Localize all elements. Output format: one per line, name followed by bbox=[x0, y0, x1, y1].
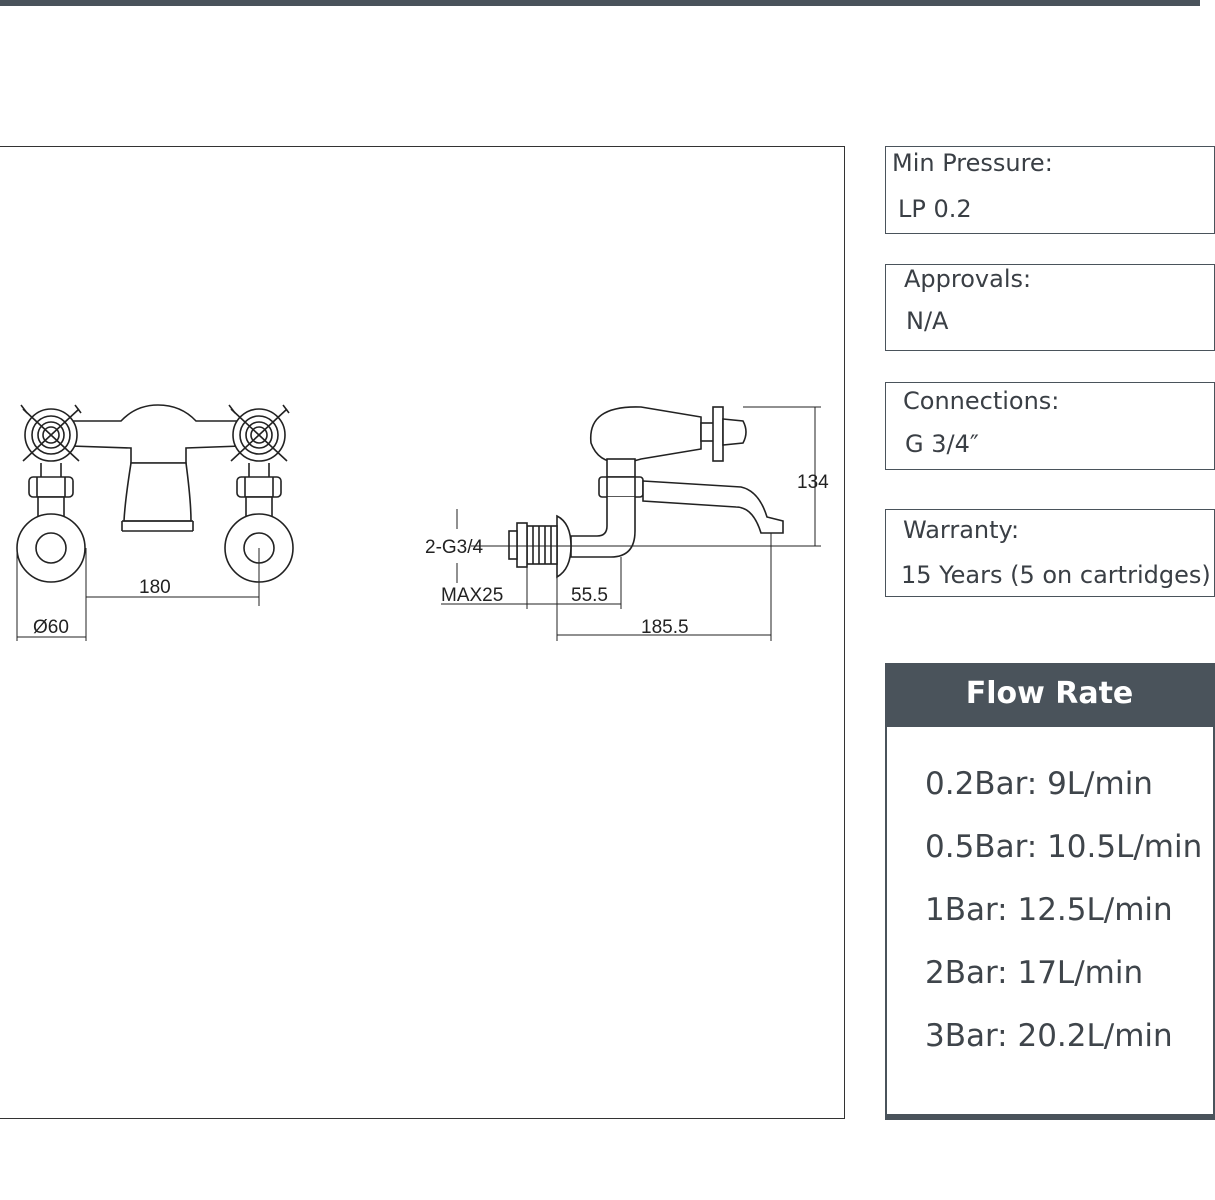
front-view bbox=[16, 404, 294, 641]
flow-rate-row: 0.2Bar: 9L/min bbox=[925, 766, 1153, 802]
warranty-value: 15 Years (5 on cartridges) bbox=[901, 561, 1211, 589]
technical-drawing: 180 Ø60 134 2-G3/4 MAX25 55.5 185.5 bbox=[16, 404, 829, 641]
dim-max-label: MAX25 bbox=[441, 585, 503, 606]
technical-drawing-frame: 180 Ø60 134 2-G3/4 MAX25 55.5 185.5 bbox=[0, 146, 845, 1119]
warranty-box: Warranty: 15 Years (5 on cartridges) bbox=[885, 509, 1215, 597]
flow-rate-row: 1Bar: 12.5L/min bbox=[925, 892, 1173, 928]
flow-rate-row: 0.5Bar: 10.5L/min bbox=[925, 829, 1203, 865]
dim-projection-label: 185.5 bbox=[641, 617, 689, 638]
approvals-label: Approvals: bbox=[904, 265, 1032, 293]
side-view bbox=[441, 406, 821, 641]
connections-box: Connections: G 3/4″ bbox=[885, 382, 1215, 470]
min-pressure-label: Min Pressure: bbox=[892, 149, 1053, 177]
flow-rate-header: Flow Rate bbox=[887, 665, 1213, 727]
top-bar bbox=[0, 0, 1200, 6]
dim-height-label: 134 bbox=[797, 472, 829, 493]
flow-rate-row: 2Bar: 17L/min bbox=[925, 955, 1144, 991]
dim-thread-label: 2-G3/4 bbox=[425, 537, 484, 558]
approvals-box: Approvals: N/A bbox=[885, 264, 1215, 351]
min-pressure-value: LP 0.2 bbox=[898, 195, 972, 223]
flow-rate-row: 3Bar: 20.2L/min bbox=[925, 1018, 1173, 1054]
dim-offset-label: 55.5 bbox=[571, 585, 608, 606]
dim-centres-label: 180 bbox=[139, 577, 171, 598]
flow-rate-panel: Flow Rate 0.2Bar: 9L/min 0.5Bar: 10.5L/m… bbox=[885, 663, 1215, 1120]
dim-flange-label: Ø60 bbox=[33, 617, 69, 638]
flow-rate-title: Flow Rate bbox=[965, 676, 1134, 711]
min-pressure-box: Min Pressure: LP 0.2 bbox=[885, 146, 1215, 234]
connections-label: Connections: bbox=[903, 387, 1060, 415]
warranty-label: Warranty: bbox=[903, 516, 1020, 544]
connections-value: G 3/4″ bbox=[905, 430, 979, 458]
approvals-value: N/A bbox=[906, 307, 949, 335]
